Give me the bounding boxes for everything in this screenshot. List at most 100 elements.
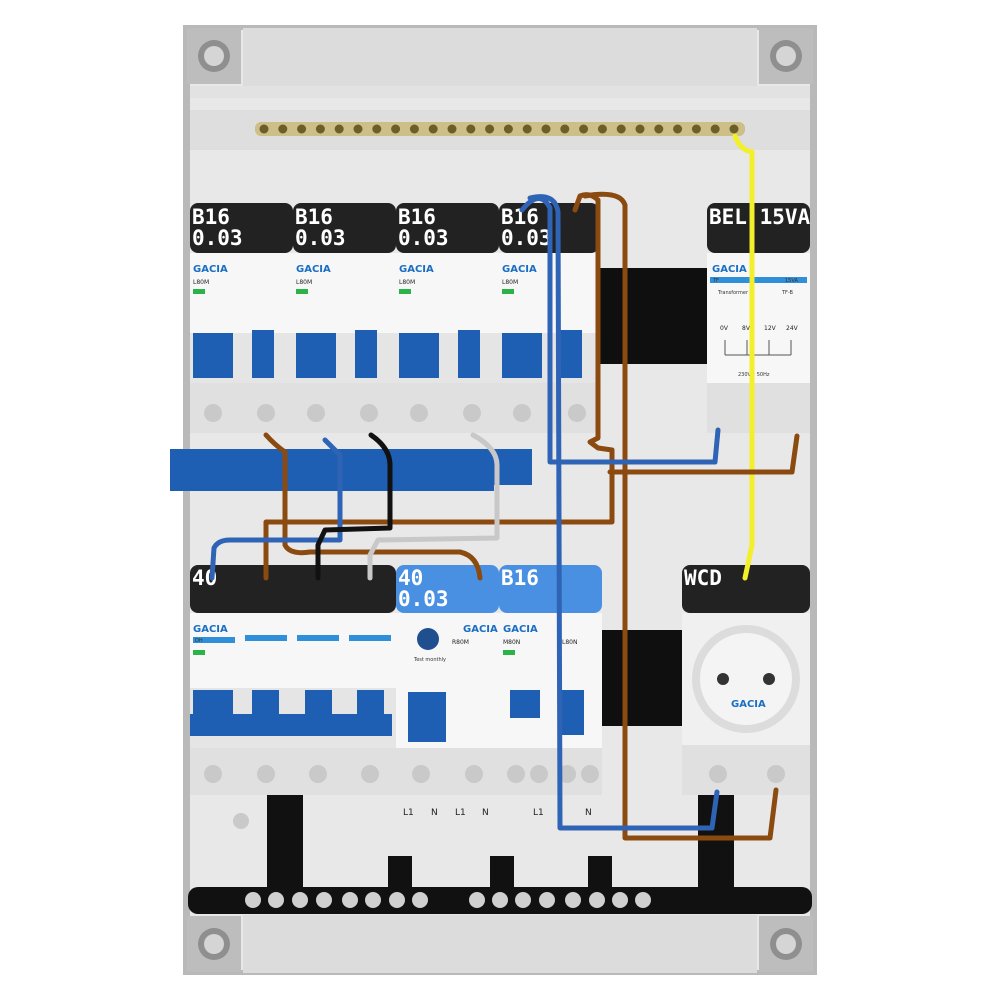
rcbo-2-brand: GACIA xyxy=(296,264,331,275)
bottom-busbar xyxy=(188,795,812,914)
transformer-brand: GACIA xyxy=(712,264,747,275)
din-rail-top xyxy=(596,268,708,364)
earth-screw xyxy=(541,124,551,134)
earth-screw xyxy=(729,124,739,134)
rcd-terminal-3: N xyxy=(482,808,489,818)
mcb-b16: B16 GACIA M80N L80N xyxy=(499,565,602,795)
rcbo-2-sensitivity: 0.03 xyxy=(295,226,346,250)
earth-screw xyxy=(466,124,476,134)
top-terminals xyxy=(204,404,586,422)
rcbo-1-sensitivity: 0.03 xyxy=(192,226,243,250)
earth-terminal-bar xyxy=(255,122,745,136)
earth-screw xyxy=(522,124,532,134)
transformer-label: BEL 15VA xyxy=(709,205,811,229)
busbar-screw xyxy=(292,892,308,908)
rcd-model: R80M xyxy=(452,639,469,646)
rcd: 40 0.03 GACIA R80M Test monthly xyxy=(396,565,499,795)
rcbo-1-brand: GACIA xyxy=(193,264,228,275)
rcbo-4-model: L80M xyxy=(502,279,518,286)
wire-blue-3 xyxy=(527,194,720,831)
earth-screw xyxy=(560,124,570,134)
busbar-screw xyxy=(539,892,555,908)
transformer-tap-1: 8V xyxy=(742,325,751,332)
mcb-terminal-1: N xyxy=(585,808,592,818)
earth-screw xyxy=(259,124,269,134)
mcb-rating: B16 xyxy=(501,566,539,590)
busbar-screw xyxy=(515,892,531,908)
busbar-screw xyxy=(412,892,428,908)
earth-screw xyxy=(297,124,307,134)
busbar-screw xyxy=(245,892,261,908)
comb-busbar-top xyxy=(170,449,494,491)
busbar-screw xyxy=(268,892,284,908)
earth-screw xyxy=(315,124,325,134)
enclosure xyxy=(183,25,817,975)
wire-brown-3 xyxy=(607,433,800,475)
rcbo-1-model: L80M xyxy=(193,279,209,286)
earth-screw xyxy=(334,124,344,134)
din-rail-bottom xyxy=(596,630,686,726)
earth-screw xyxy=(673,124,683,134)
main-switch-brand: GACIA xyxy=(193,624,228,635)
corner-screw-top-left xyxy=(187,28,241,84)
earth-screw xyxy=(353,124,363,134)
rcbo-4-brand: GACIA xyxy=(502,264,537,275)
rcbo-3-sensitivity: 0.03 xyxy=(398,226,449,250)
transformer-va: 15VA xyxy=(785,278,798,284)
earth-screw xyxy=(503,124,513,134)
rcd-terminal-0: L1 xyxy=(403,808,414,818)
rcbo-2-rating: B16 xyxy=(295,205,333,229)
earth-screw xyxy=(428,124,438,134)
transformer-name: Transformer xyxy=(717,290,749,296)
corner-screw-top-right xyxy=(759,28,813,84)
rcd-test-text: Test monthly xyxy=(413,657,446,663)
earth-screw xyxy=(579,124,589,134)
bottom-terminals xyxy=(204,765,785,829)
wire-brown-2 xyxy=(263,192,615,581)
rcbo-3-rating: B16 xyxy=(398,205,436,229)
earth-screw xyxy=(710,124,720,134)
wire-blue-1 xyxy=(209,437,343,581)
wire-blue-2 xyxy=(519,196,721,465)
transformer-model: TF-B xyxy=(781,290,794,296)
earth-screw xyxy=(447,124,457,134)
corner-screw-bottom-right xyxy=(759,916,813,972)
rcbo-3-brand: GACIA xyxy=(399,264,434,275)
earth-screw xyxy=(372,124,382,134)
earth-screw xyxy=(597,124,607,134)
busbar-screw xyxy=(589,892,605,908)
busbar-screw xyxy=(365,892,381,908)
rcbo-1-rating: B16 xyxy=(192,205,230,229)
rcd-sensitivity: 0.03 xyxy=(398,587,449,611)
earth-screw xyxy=(616,124,626,134)
wire-brown-4 xyxy=(582,191,779,841)
mcb-brand: GACIA xyxy=(503,624,538,635)
mcb-model-0: M80N xyxy=(503,639,520,646)
busbar-screw xyxy=(492,892,508,908)
wire-grey xyxy=(367,432,500,581)
busbar-screw xyxy=(389,892,405,908)
transformer-tap-2: 12V xyxy=(764,325,777,332)
main-switch: 40 GACIA DH xyxy=(190,565,396,795)
rcbo-3: B16 0.03 GACIA L80M xyxy=(396,203,499,433)
comb-busbar-top-extension xyxy=(494,449,532,485)
rcd-terminal-2: L1 xyxy=(455,808,466,818)
earth-screw xyxy=(654,124,664,134)
busbar-screw xyxy=(316,892,332,908)
busbar-screw xyxy=(342,892,358,908)
wire-black xyxy=(315,432,393,581)
top-row-modules: B16 0.03 GACIA L80M B16 0.03 GACIA L80M xyxy=(190,203,811,433)
rcbo-2-model: L80M xyxy=(296,279,312,286)
earth-screw xyxy=(635,124,645,134)
rcd-terminal-1: N xyxy=(431,808,438,818)
earth-screw xyxy=(485,124,495,134)
earth-screw xyxy=(278,124,288,134)
rcd-brand: GACIA xyxy=(463,624,498,635)
transformer-type: TF xyxy=(712,278,719,284)
mcb-model-1: L80N xyxy=(562,639,577,646)
earth-screw xyxy=(691,124,701,134)
busbar-screw xyxy=(565,892,581,908)
transformer-tap-3: 24V xyxy=(786,325,799,332)
socket-outlet: WCD GACIA xyxy=(682,565,810,795)
rcd-test-button[interactable] xyxy=(417,628,439,650)
